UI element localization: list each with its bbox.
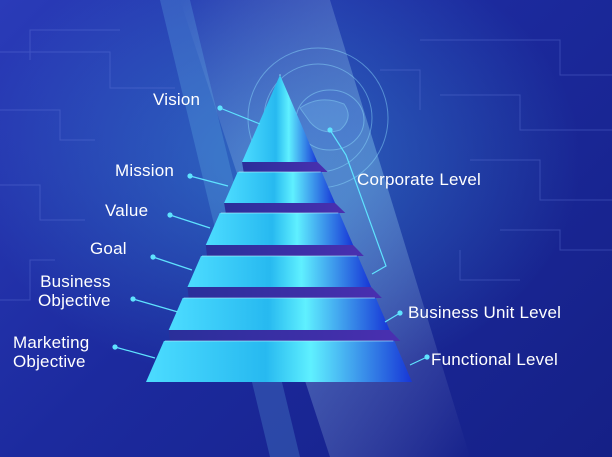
leader-mission — [189, 175, 229, 187]
leader-business-objective — [132, 298, 179, 313]
label-mission: Mission — [115, 161, 175, 180]
label-functional-level: Functional Level — [431, 350, 558, 369]
leader-goal-dot — [150, 254, 156, 260]
leader-mission-dot — [187, 173, 193, 179]
pyramid-layer-goal — [187, 256, 372, 287]
label-business-objective: Business Objective — [38, 272, 111, 310]
pyramid — [146, 74, 412, 382]
pyramid-gap — [187, 287, 382, 298]
leader-business-objective-dot — [130, 296, 136, 302]
pyramid-layer-value — [205, 213, 354, 245]
pyramid-gap — [205, 245, 364, 256]
leader-value-dot — [167, 212, 173, 218]
leader-corporate-level-dot — [327, 127, 333, 133]
label-business-unit-level: Business Unit Level — [408, 303, 562, 322]
label-vision: Vision — [153, 90, 201, 109]
leader-business-unit-level — [384, 312, 401, 323]
label-corporate-level: Corporate Level — [357, 170, 481, 189]
pyramid-layer-vision — [242, 75, 318, 162]
pyramid-gap — [224, 203, 346, 213]
pyramid-layer-marketing-objective — [146, 341, 412, 382]
leader-functional-level — [409, 356, 428, 366]
leader-value — [169, 214, 211, 229]
leader-marketing-objective — [114, 346, 156, 359]
leader-corporate-level — [329, 129, 387, 275]
leader-functional-level-dot — [424, 354, 430, 360]
pyramid-gap — [168, 330, 401, 341]
label-marketing-objective: Marketing Objective — [13, 333, 90, 371]
pyramid-gap — [242, 162, 328, 172]
label-value: Value — [105, 201, 149, 220]
pyramid-layer-mission — [224, 172, 336, 203]
leader-vision-dot — [217, 105, 223, 111]
leader-vision — [219, 107, 261, 125]
label-goal: Goal — [90, 239, 127, 258]
leader-goal — [152, 256, 193, 271]
leader-lines — [112, 105, 430, 366]
pyramid-layer-business-objective — [168, 298, 390, 330]
leader-marketing-objective-dot — [112, 344, 118, 350]
leader-business-unit-level-dot — [397, 310, 403, 316]
globe-icon — [247, 47, 389, 189]
